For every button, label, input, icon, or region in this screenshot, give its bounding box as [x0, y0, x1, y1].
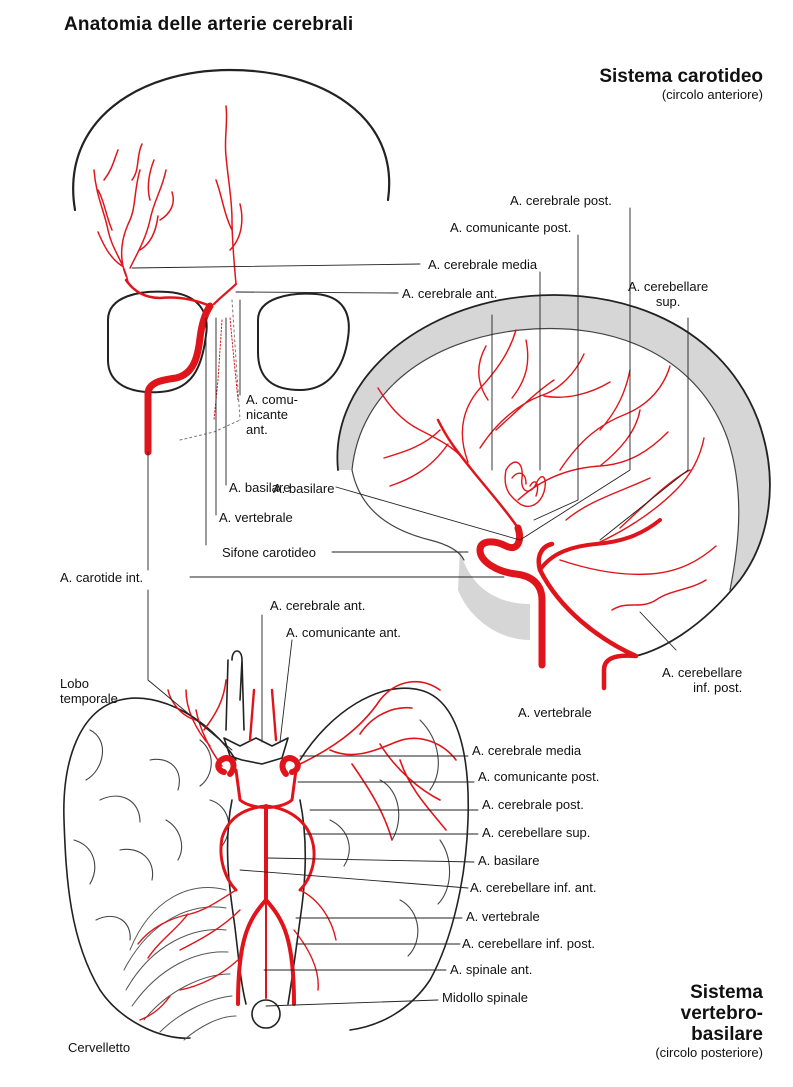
carotid-system-heading: Sistema carotideo (circolo anteriore) [599, 66, 763, 102]
inferior-brain-view [64, 651, 468, 1040]
carotid-system-title: Sistema carotideo [599, 66, 763, 87]
label-frontal-comunicante-ant: A. comu- nicante ant. [246, 392, 298, 437]
label-inferior-cerebellare-inf-post: A. cerebellare inf. post. [462, 936, 595, 951]
label-inferior-cerebellare-inf-ant: A. cerebellare inf. ant. [470, 880, 596, 895]
lateral-skull-shade [337, 295, 770, 590]
carotid-system-subtitle: (circolo anteriore) [599, 87, 763, 102]
label-lateral-cerebellare-sup: A. cerebellare sup. [628, 279, 708, 309]
spinal-cord-section [252, 1000, 280, 1028]
label-inferior-cerebrale-media: A. cerebrale media [472, 743, 581, 758]
label-lobo-temporale: Lobo temporale [60, 676, 118, 706]
vertebrobasilar-system-heading: Sistema vertebro- basilare (circolo post… [655, 982, 763, 1060]
label-frontal-cerebrale-media: A. cerebrale media [428, 257, 537, 272]
label-lateral-cerebellare-inf-post: A. cerebellare inf. post. [662, 665, 742, 695]
skull-outline [73, 70, 389, 210]
label-lateral-cerebrale-post: A. cerebrale post. [510, 193, 612, 208]
label-midollo-spinale: Midollo spinale [442, 990, 528, 1005]
lateral-pca-branches [566, 438, 706, 610]
label-inferior-cerebrale-ant: A. cerebrale ant. [270, 598, 365, 613]
inf-mca-left [168, 680, 226, 766]
aca-branches [216, 106, 242, 284]
label-inferior-comunicante-post: A. comunicante post. [478, 769, 599, 784]
cerebellum-folia [124, 888, 236, 1041]
label-carotide-int: A. carotide int. [60, 570, 143, 585]
label-lateral-comunicante-post: A. comunicante post. [450, 220, 571, 235]
label-inferior-cerebellare-sup: A. cerebellare sup. [482, 825, 590, 840]
mca-branches [94, 144, 173, 282]
right-orbit [258, 294, 349, 390]
vertebrobasilar-system-subtitle: (circolo posteriore) [655, 1045, 763, 1060]
label-inferior-vertebrale: A. vertebrale [466, 909, 540, 924]
label-inferior-basilare: A. basilare [478, 853, 539, 868]
inf-mca-right [296, 682, 456, 840]
label-inferior-comunicante-ant: A. comunicante ant. [286, 625, 401, 640]
label-frontal-cerebrale-ant: A. cerebrale ant. [402, 286, 497, 301]
internal-carotid [148, 306, 210, 452]
frontal-arteries [94, 106, 242, 452]
inferior-arteries [138, 680, 456, 1020]
lateral-sca [560, 546, 716, 574]
lateral-brain-view [337, 295, 770, 688]
lateral-arteries [378, 330, 716, 688]
label-frontal-vertebrale: A. vertebrale [219, 510, 293, 525]
label-inferior-spinale-ant: A. spinale ant. [450, 962, 532, 977]
frontal-skull-view [73, 70, 389, 452]
right-gyri [330, 720, 450, 956]
label-cervelletto: Cervelletto [68, 1040, 130, 1055]
lateral-basilar [540, 520, 660, 570]
inf-aca [250, 690, 276, 740]
label-inferior-cerebrale-post: A. cerebrale post. [482, 797, 584, 812]
label-sifone-carotideo: Sifone carotideo [222, 545, 316, 560]
inf-internal-carotid-stumps [218, 758, 298, 774]
label-lateral-vertebrale: A. vertebrale [518, 705, 592, 720]
left-orbit [108, 292, 207, 393]
label-lateral-basilare: A. basilare [273, 481, 334, 496]
page-title: Anatomia delle arterie cerebrali [64, 14, 353, 36]
lateral-vertebral [539, 544, 636, 688]
vertebrobasilar-system-title: Sistema vertebro- basilare [655, 982, 763, 1045]
olfactory-tracts [226, 651, 244, 730]
anterior-cerebral [214, 284, 236, 304]
